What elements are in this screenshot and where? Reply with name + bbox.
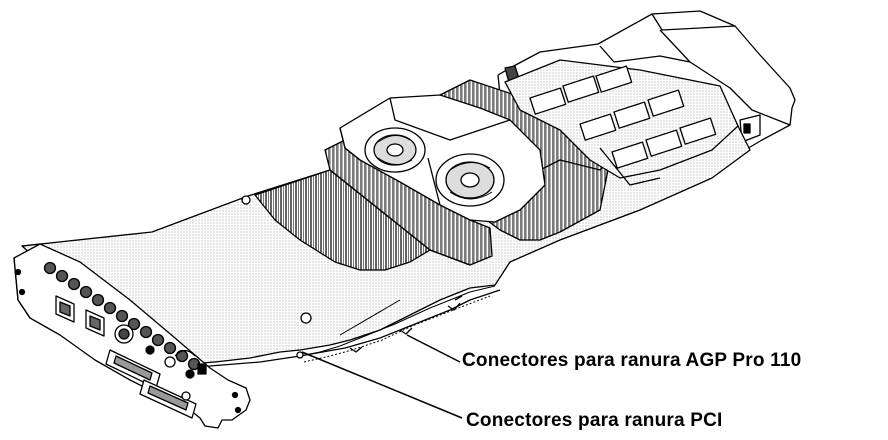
leader-agp <box>406 334 461 363</box>
fan-assembly <box>339 94 546 223</box>
memory-chips <box>504 59 739 186</box>
fan-right-icon <box>435 153 505 207</box>
callout-agp-connectors: Conectores para ranura AGP Pro 110 <box>462 350 802 371</box>
leader-pci <box>301 351 463 419</box>
fan-left-icon <box>364 127 426 173</box>
callout-leaders <box>301 334 463 419</box>
io-bracket <box>13 243 251 429</box>
heatsink-main <box>254 139 493 271</box>
callout-pci-connectors: Conectores para ranura PCI <box>466 410 723 431</box>
